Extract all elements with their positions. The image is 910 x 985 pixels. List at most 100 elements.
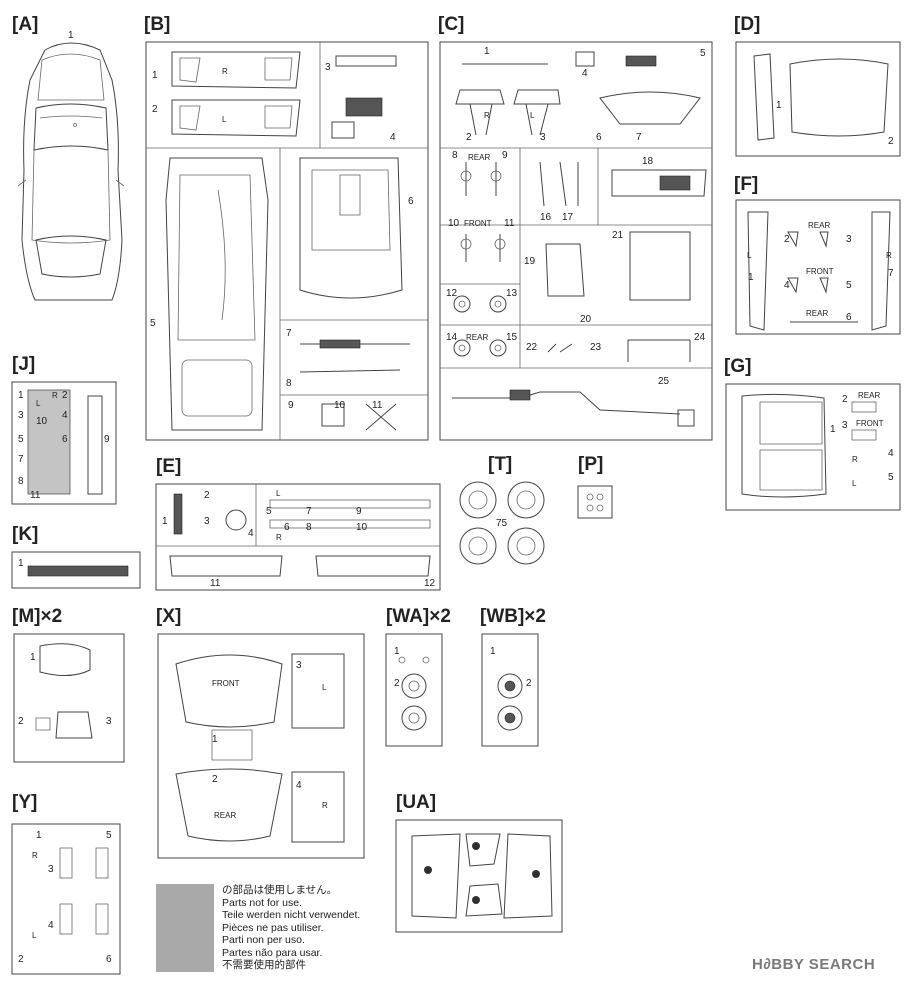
side-label: L	[32, 931, 37, 940]
part-number: 25	[658, 376, 670, 387]
engine-part	[345, 97, 383, 117]
part-number: 3	[325, 62, 331, 73]
rear-seat	[741, 393, 827, 498]
panel-d: [D] 1 2	[734, 14, 901, 157]
part-number: 5	[18, 434, 24, 445]
part-number: 2	[784, 234, 790, 245]
part-number: 2	[466, 132, 472, 143]
part-number: 2	[18, 716, 24, 727]
part-number: 75	[496, 518, 508, 529]
legend-line: Parti non per uso.	[222, 934, 305, 946]
part-number: 9	[502, 150, 508, 161]
part-number: 1	[830, 424, 836, 435]
decal-sheet	[395, 819, 563, 933]
glass-label: REAR	[214, 811, 236, 820]
part-number: 3	[846, 234, 852, 245]
side-label: R	[322, 801, 328, 810]
part-number: 5	[150, 318, 156, 329]
part-number: 20	[580, 314, 592, 325]
decal-label: D	[534, 873, 539, 879]
panel-t-title: [T]	[488, 454, 512, 475]
sprue-frame	[11, 823, 121, 975]
decal-label: A	[426, 869, 430, 875]
sprue-frame	[145, 41, 429, 441]
panel-m-title: [M]×2	[12, 606, 62, 627]
part-number: 6	[846, 312, 852, 323]
panel-y: [Y] 1 2 3 4 5 6 R L	[11, 792, 121, 975]
position-label: REAR	[468, 153, 490, 162]
side-label: L	[276, 489, 281, 498]
side-label: R	[484, 111, 490, 120]
part-number: 10	[36, 416, 48, 427]
part-number: 23	[590, 342, 602, 353]
part-number: 3	[204, 516, 210, 527]
panel-g-title: [G]	[724, 356, 751, 377]
hood-part	[789, 58, 889, 137]
panel-g: [G] 1 2 3 4 5 REAR FRONT R L	[724, 356, 901, 511]
side-label: L	[852, 479, 857, 488]
part-number: 4	[888, 448, 894, 459]
wing-part	[753, 53, 775, 141]
dashboard	[611, 169, 707, 197]
side-label: L	[322, 683, 327, 692]
part-number: 9	[288, 400, 294, 411]
part-number: 9	[356, 506, 362, 517]
grille-part	[169, 555, 283, 577]
panel-k: [K] 1	[11, 524, 141, 589]
position-label: REAR	[806, 309, 828, 318]
sprue-frame	[385, 633, 443, 747]
sprue-frame	[439, 41, 713, 441]
part-number: 18	[642, 156, 654, 167]
side-label: R	[852, 455, 858, 464]
sprue-frame	[481, 633, 539, 747]
part-number: 11	[504, 218, 515, 229]
bracket-part	[335, 55, 397, 67]
part-number: 4	[62, 410, 68, 421]
panel-e: [E] 1 2 3 4 5 6 7 8 9 10 11 12 L R	[155, 456, 441, 591]
panel-c: [C]	[438, 14, 713, 441]
part-number: 3	[48, 864, 54, 875]
panel-p: [P]	[577, 454, 613, 519]
part-number: 2	[394, 678, 400, 689]
side-label: R	[32, 851, 38, 860]
watermark: H∂BBY SEARCH	[752, 956, 876, 973]
part-number: 16	[540, 212, 552, 223]
sprue-frame	[13, 633, 125, 763]
panel-c-title: [C]	[438, 14, 464, 35]
panel-t: [T] 75	[459, 454, 545, 565]
part-number: 9	[104, 434, 110, 445]
part-number: 7	[18, 454, 24, 465]
cable-part	[452, 391, 681, 415]
position-label: REAR	[858, 391, 880, 400]
part-number: 3	[842, 420, 848, 431]
tail-panel-part	[315, 555, 431, 577]
exhaust-part	[625, 55, 657, 67]
decal-marker	[532, 870, 540, 878]
part-number: 7	[636, 132, 642, 143]
side-label: R	[52, 391, 58, 400]
panel-y-title: [Y]	[12, 792, 37, 813]
panel-p-title: [P]	[578, 454, 603, 475]
legend-line: Pièces ne pas utiliser.	[222, 921, 324, 934]
part-number: 6	[596, 132, 602, 143]
sprue-frame	[11, 381, 117, 505]
part-number: 4	[784, 280, 790, 291]
part-number: 11	[372, 400, 383, 411]
part-number: 1	[748, 272, 754, 283]
rear-window-part	[175, 768, 283, 842]
sprue-frame	[725, 383, 901, 511]
tires	[459, 481, 545, 565]
brake-discs	[453, 295, 507, 357]
side-label: L	[36, 399, 41, 408]
panel-wb: [WB]×2 1 2	[480, 606, 546, 747]
panel-f: [F] 1 2 3 4 5 6 7 REAR FRONT REAR L R	[734, 174, 901, 335]
decal-label: C	[474, 899, 479, 905]
part-number: 13	[506, 288, 518, 299]
part-number: 2	[888, 136, 894, 147]
panel-a: [A] 1	[12, 14, 125, 301]
part-number: 3	[540, 132, 546, 143]
not-used-legend: の部品は使用しません。 Parts not for use. Teile wer…	[222, 884, 360, 972]
panel-x: [X] 1 2 3 4 FRONT REAR L R	[156, 606, 365, 859]
sprue-frame	[735, 199, 901, 335]
panel-wa: [WA]×2 1 2	[385, 606, 451, 747]
